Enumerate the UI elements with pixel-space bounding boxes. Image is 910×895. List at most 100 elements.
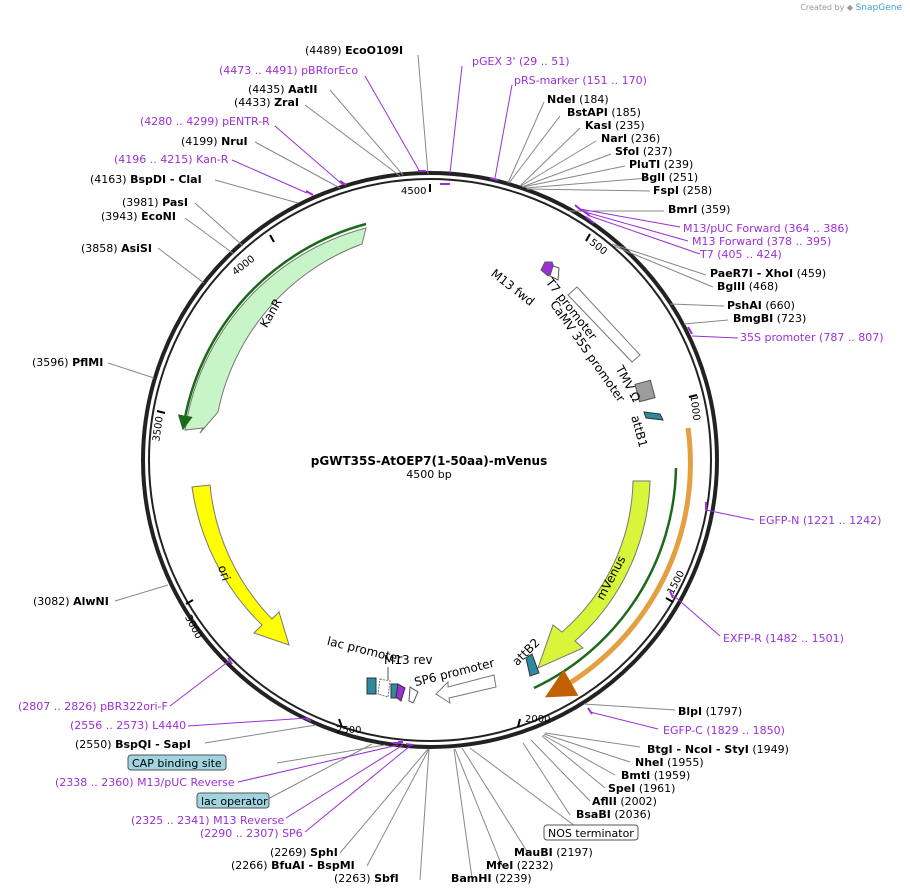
lac-promoter-label: lac promoter bbox=[326, 634, 404, 666]
credit-text: Created by bbox=[800, 3, 845, 12]
primer-pbrforeco[interactable]: (4473 .. 4491) pBRforEco bbox=[219, 64, 358, 77]
cap-binding-site-box[interactable] bbox=[127, 754, 227, 771]
m13-fwd-label: M13 fwd bbox=[488, 266, 537, 308]
tick-label: 3000 bbox=[182, 613, 204, 641]
primer-l4440[interactable]: (2556 .. 2573) L4440 bbox=[70, 719, 186, 732]
kanr-feature-arrow[interactable] bbox=[184, 227, 367, 434]
plasmid-name: pGWT35S-AtOEP7(1-50aa)-mVenus bbox=[311, 454, 547, 468]
site-zrai[interactable]: (4433) ZraI bbox=[234, 96, 299, 109]
tick-label: 2500 bbox=[336, 725, 361, 736]
enzyme-sites-left: (4489) EcoO109I (4435) AatII (4433) ZraI… bbox=[32, 44, 403, 751]
site-ndei[interactable]: NdeI (184) bbox=[547, 93, 609, 106]
site-pshai[interactable]: PshAI (660) bbox=[727, 299, 795, 312]
t7-promoter-feature[interactable] bbox=[549, 265, 560, 281]
primer-t7[interactable]: T7 (405 .. 424) bbox=[699, 248, 782, 261]
m13-rev-feature[interactable] bbox=[395, 683, 406, 702]
primer-labels: pGEX 3' (29 .. 51) pRS-marker (151 .. 17… bbox=[18, 55, 884, 840]
tmv-omega-feature[interactable] bbox=[634, 379, 656, 403]
ori-feature-arrow[interactable] bbox=[191, 484, 290, 646]
site-bglii[interactable]: BglII (468) bbox=[717, 280, 778, 293]
primer-m13-puc-forward[interactable]: M13/pUC Forward (364 .. 386) bbox=[683, 222, 849, 235]
primer-35s-promoter[interactable]: 35S promoter (787 .. 807) bbox=[740, 331, 884, 344]
site-pluti[interactable]: PluTI (239) bbox=[629, 158, 693, 171]
primer-m13-reverse[interactable]: (2325 .. 2341) M13 Reverse bbox=[131, 814, 284, 827]
sp6-promoter-feature[interactable] bbox=[435, 674, 497, 705]
tick-label: 4500 bbox=[401, 186, 426, 197]
site-alwni[interactable]: (3082) AlwNI bbox=[33, 595, 109, 608]
site-aflii[interactable]: AflII (2002) bbox=[592, 795, 657, 808]
site-bfuai-bspmi[interactable]: (2266) BfuAI - BspMI bbox=[231, 859, 355, 872]
primer-pgex3[interactable]: pGEX 3' (29 .. 51) bbox=[472, 55, 570, 68]
site-nari[interactable]: NarI (236) bbox=[601, 132, 660, 145]
primer-kan-r[interactable]: (4196 .. 4215) Kan-R bbox=[114, 153, 229, 166]
site-paer7i-xhoi[interactable]: PaeR7I - XhoI (459) bbox=[710, 267, 826, 280]
site-bstapi[interactable]: BstAPI (185) bbox=[567, 106, 641, 119]
site-bspdi-clai[interactable]: (4163) BspDI - ClaI bbox=[90, 173, 202, 186]
nos-terminator-label: NOS terminator bbox=[548, 827, 634, 840]
site-econi[interactable]: (3943) EcoNI bbox=[101, 210, 176, 223]
site-asisi[interactable]: (3858) AsiSI bbox=[81, 242, 152, 255]
primer-egfp-n[interactable]: EGFP-N (1221 .. 1242) bbox=[759, 514, 881, 527]
attb2-feature[interactable] bbox=[525, 653, 540, 677]
site-bamhi[interactable]: BamHI (2239) bbox=[451, 872, 532, 885]
site-btgi-ncoi-styi[interactable]: BtgI - NcoI - StyI (1949) bbox=[647, 743, 789, 756]
attb2-label: attB2 bbox=[510, 636, 543, 669]
site-sfoi[interactable]: SfoI (237) bbox=[615, 145, 672, 158]
backbone-outer-strand bbox=[141, 171, 719, 749]
primer-sp6[interactable]: (2290 .. 2307) SP6 bbox=[200, 827, 303, 840]
site-bsabi[interactable]: BsaBI (2036) bbox=[576, 808, 651, 821]
sp6-small-feature[interactable] bbox=[408, 686, 419, 704]
ori-label: ori bbox=[215, 563, 233, 582]
primer-m13-puc-reverse[interactable]: (2338 .. 2360) M13/pUC Reverse bbox=[55, 776, 235, 789]
site-bmri[interactable]: BmrI (359) bbox=[668, 203, 730, 216]
snapgene-logo-icon: ◆ bbox=[846, 3, 854, 12]
site-aatii[interactable]: (4435) AatII bbox=[248, 83, 317, 96]
primer-marks bbox=[227, 170, 707, 746]
cap-binding-site-label: CAP binding site bbox=[132, 757, 222, 770]
attb1-feature[interactable] bbox=[643, 411, 664, 421]
site-bspqi-sapi[interactable]: (2550) BspQI - SapI bbox=[75, 738, 191, 751]
primer-egfp-c[interactable]: EGFP-C (1829 .. 1850) bbox=[663, 724, 785, 737]
site-blpi[interactable]: BlpI (1797) bbox=[678, 705, 742, 718]
lac-promoter-feature[interactable] bbox=[377, 678, 391, 698]
primer-exfp-r[interactable]: EXFP-R (1482 .. 1501) bbox=[723, 632, 844, 645]
site-sphi[interactable]: (2269) SphI bbox=[270, 846, 338, 859]
site-maubi[interactable]: MauBI (2197) bbox=[514, 846, 593, 859]
site-ecoo109i[interactable]: (4489) EcoO109I bbox=[305, 44, 403, 57]
primer-pentr-r[interactable]: (4280 .. 4299) pENTR-R bbox=[140, 115, 270, 128]
backbone-inner-strand bbox=[148, 178, 712, 742]
primer-prs-marker[interactable]: pRS-marker (151 .. 170) bbox=[514, 74, 647, 87]
site-pasi[interactable]: (3981) PasI bbox=[122, 196, 188, 209]
mvenus-orange-feature[interactable] bbox=[544, 427, 693, 698]
primer-pbr322ori-f[interactable]: (2807 .. 2826) pBR322ori-F bbox=[18, 700, 168, 713]
boxed-feature-labels: CAP binding site lac operator NOS termin… bbox=[127, 754, 639, 841]
mvenus-orf-line bbox=[533, 467, 678, 690]
m13-rev-label: M13 rev bbox=[384, 653, 433, 667]
enzyme-sites-right: NdeI (184) BstAPI (185) KasI (235) NarI … bbox=[231, 93, 826, 885]
primer-m13-forward[interactable]: M13 Forward (378 .. 395) bbox=[692, 235, 831, 248]
site-sbfi[interactable]: (2263) SbfI bbox=[334, 872, 399, 885]
attb1-label: attB1 bbox=[628, 414, 650, 449]
site-bmti[interactable]: BmtI (1959) bbox=[621, 769, 690, 782]
site-pflmi[interactable]: (3596) PflMI bbox=[32, 356, 103, 369]
lac-operator-label: lac operator bbox=[201, 795, 268, 808]
cap-binding-site-feature[interactable] bbox=[366, 677, 377, 695]
mvenus-feature-arrow[interactable] bbox=[537, 480, 651, 669]
site-mfei[interactable]: MfeI (2232) bbox=[486, 859, 553, 872]
primer-leader-lines bbox=[169, 65, 755, 833]
tick-label: 1000 bbox=[687, 395, 701, 422]
site-bgli[interactable]: BglI (251) bbox=[641, 171, 698, 184]
site-Arui[interactable]: (4199) NruI bbox=[181, 135, 248, 148]
camv-35s-promoter-feature[interactable] bbox=[567, 286, 641, 363]
nos-terminator-box[interactable] bbox=[543, 824, 639, 841]
site-fspi[interactable]: FspI (258) bbox=[653, 184, 712, 197]
ticks bbox=[156, 184, 698, 728]
tick-label: 2000 bbox=[525, 714, 550, 725]
site-kasi[interactable]: KasI (235) bbox=[585, 119, 645, 132]
lac-operator-box[interactable] bbox=[196, 792, 270, 809]
tick-label: 3500 bbox=[151, 416, 165, 443]
site-bmgbi[interactable]: BmgBI (723) bbox=[733, 312, 806, 325]
site-nhei[interactable]: NheI (1955) bbox=[635, 756, 704, 769]
plasmid-length: 4500 bp bbox=[406, 468, 451, 481]
site-spei[interactable]: SpeI (1961) bbox=[608, 782, 675, 795]
